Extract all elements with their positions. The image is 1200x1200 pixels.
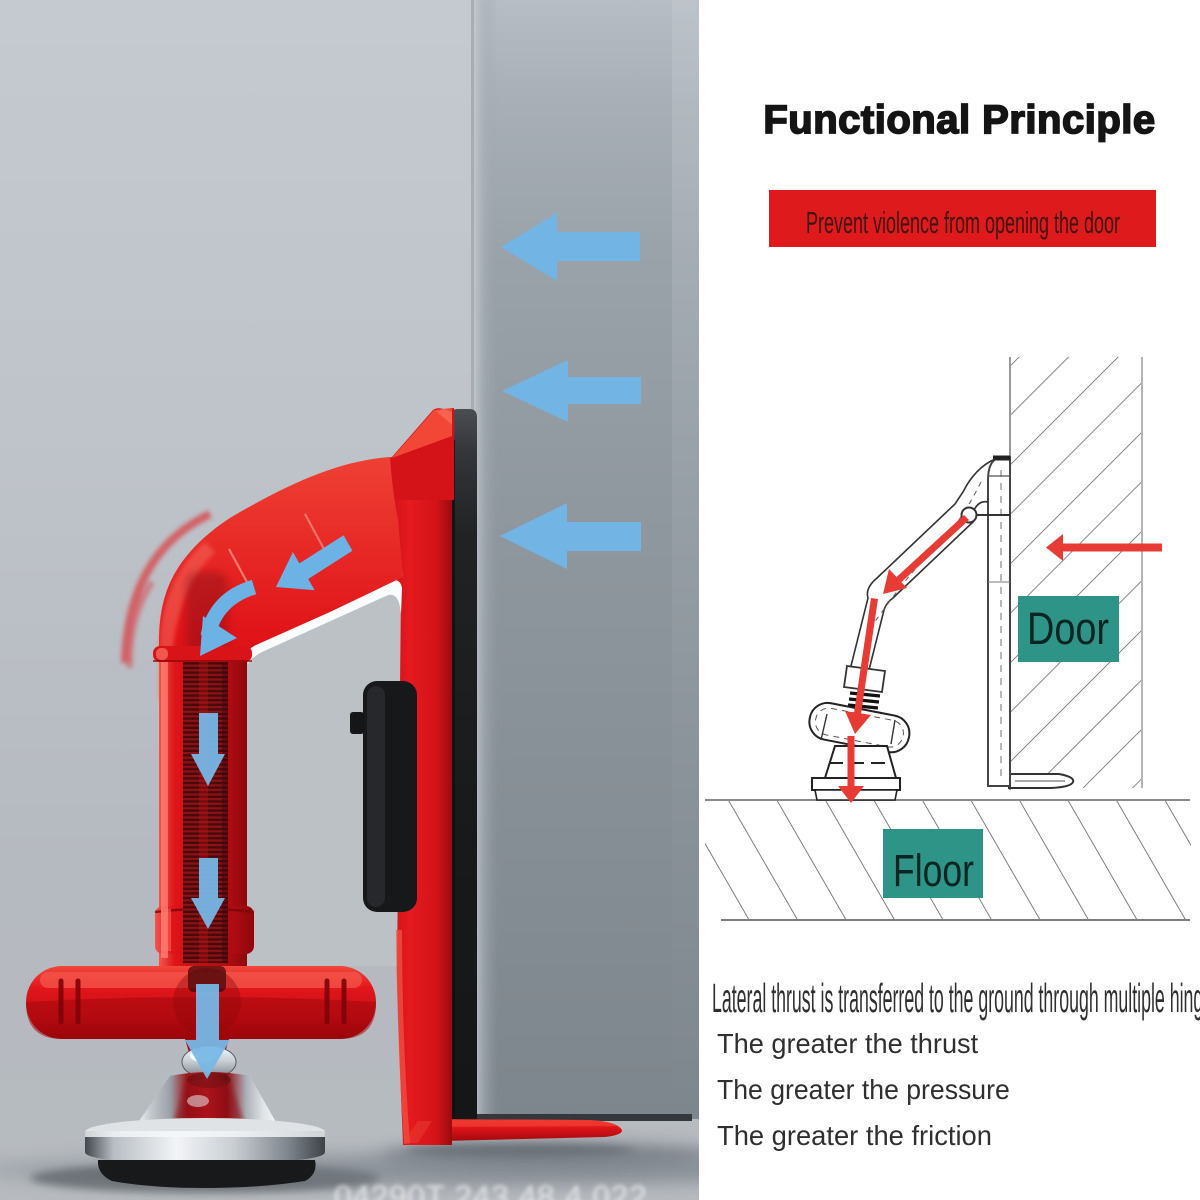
svg-text:04290T 243 48 4 022: 04290T 243 48 4 022	[334, 1179, 647, 1200]
svg-text:Lateral thrust is transferred: Lateral thrust is transferred to the gro…	[712, 975, 1200, 1021]
svg-text:Floor: Floor	[893, 845, 974, 896]
svg-text:Door: Door	[1027, 603, 1109, 654]
svg-text:Prevent violence from opening: Prevent violence from opening the door	[806, 205, 1120, 240]
